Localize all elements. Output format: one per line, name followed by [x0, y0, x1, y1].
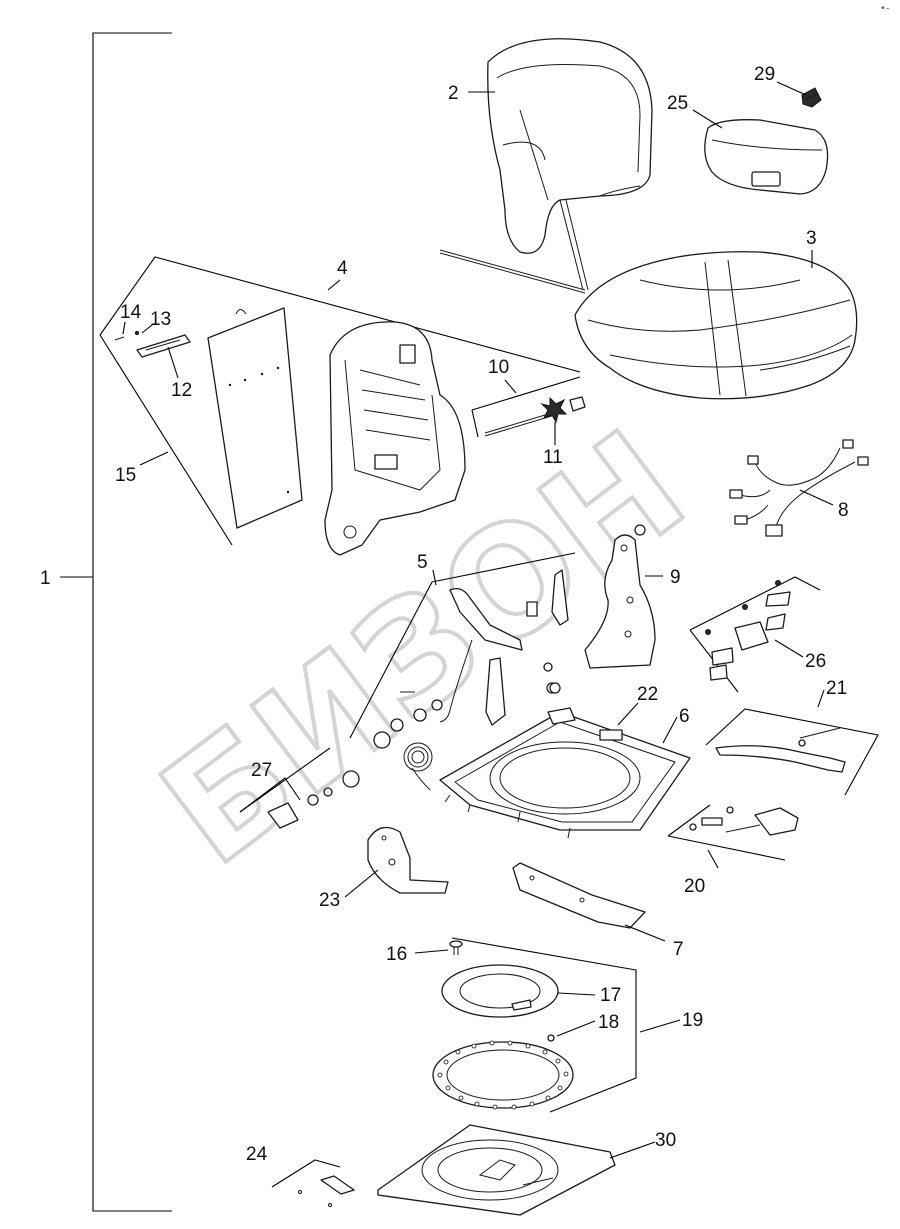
callout-21: 21 — [826, 678, 847, 699]
part-wiring-harness — [729, 439, 869, 537]
callout-15: 15 — [115, 465, 136, 486]
part-ball — [547, 1034, 555, 1042]
group-19-bracket — [451, 937, 637, 1113]
corner-mark: •– — [880, 4, 890, 14]
group-5-bracket — [349, 552, 576, 739]
callout-10: 10 — [488, 357, 509, 378]
part-swivel-frame — [439, 682, 691, 839]
part-handle — [136, 334, 191, 358]
callout-8: 8 — [838, 500, 849, 521]
part-bracket-right — [512, 862, 646, 929]
part-seat-cushion — [439, 249, 858, 400]
callout-29: 29 — [754, 64, 775, 85]
callout-13: 13 — [150, 309, 171, 330]
part-bracket-left — [367, 826, 449, 894]
callout-5: 5 — [417, 552, 428, 573]
callout-26: 26 — [805, 651, 826, 672]
callout-25: 25 — [667, 93, 688, 114]
part-back-board — [207, 307, 303, 529]
part-lever-assembly — [373, 569, 569, 749]
callout-16: 16 — [386, 944, 407, 965]
callout-22: 22 — [637, 684, 658, 705]
part-pin-14 — [114, 336, 125, 341]
part-star-knob — [540, 396, 568, 424]
part-spring — [403, 742, 433, 791]
callout-19: 19 — [682, 1010, 703, 1031]
callout-2: 2 — [448, 83, 459, 104]
part-clip — [801, 87, 822, 108]
part-backrest-frame — [324, 321, 466, 556]
callout-17: 17 — [600, 985, 621, 1006]
callout-23: 23 — [319, 890, 340, 911]
group-4-bracket — [99, 256, 581, 546]
callout-3: 3 — [806, 228, 817, 249]
part-adjuster-kit — [667, 804, 799, 861]
part-side-plate — [584, 524, 656, 669]
callout-leaders — [122, 81, 834, 1159]
part-armrest-lever — [705, 708, 879, 796]
callout-20: 20 — [684, 876, 705, 897]
part-rod — [471, 376, 586, 438]
part-key-plate — [271, 1159, 355, 1207]
callout-labels: 1 2 3 4 5 6 7 8 9 10 11 12 13 14 15 16 1… — [40, 64, 849, 1165]
callout-24: 24 — [246, 1144, 268, 1165]
callout-1: 1 — [40, 568, 51, 589]
callout-4: 4 — [337, 258, 348, 279]
callout-7: 7 — [673, 939, 684, 960]
callout-30: 30 — [655, 1130, 676, 1151]
part-washer-13 — [134, 330, 140, 336]
part-bushing-kit — [239, 747, 360, 829]
callout-14: 14 — [120, 302, 142, 323]
part-base-plate — [377, 1124, 616, 1216]
part-latch-kit — [689, 576, 821, 693]
callout-11: 11 — [543, 447, 563, 468]
callout-6: 6 — [679, 706, 690, 727]
part-ring-plate — [441, 964, 559, 1018]
part-backrest — [487, 38, 653, 291]
part-armrest-pad — [704, 119, 829, 195]
part-bolt — [449, 940, 463, 955]
callout-27: 27 — [251, 760, 272, 781]
callout-12: 12 — [171, 380, 192, 401]
part-bearing-ring — [432, 1040, 574, 1110]
callout-9: 9 — [670, 567, 681, 588]
assembly-bracket — [60, 32, 172, 1212]
callout-18: 18 — [598, 1012, 619, 1033]
